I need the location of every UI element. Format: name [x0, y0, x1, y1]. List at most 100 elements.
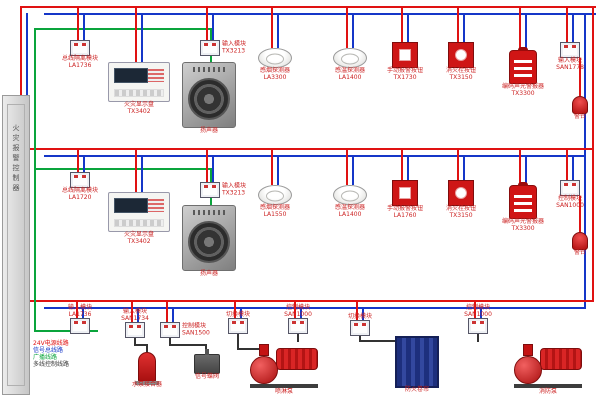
wire: [300, 307, 302, 318]
wire: [407, 13, 409, 42]
wire: [169, 338, 171, 346]
wire: [34, 28, 36, 332]
device-model: TX3402: [127, 107, 151, 115]
legend-item: 24V电源线路: [33, 340, 69, 347]
device-caption: 切换模块: [347, 312, 373, 322]
device-model: SAN1734: [121, 314, 149, 322]
wire: [212, 155, 214, 182]
wire: [352, 13, 354, 48]
switch-module: 切换模块: [348, 313, 372, 336]
wire: [519, 6, 521, 50]
device-label: 喷淋泵: [274, 388, 294, 395]
wire: [44, 155, 586, 157]
wire: [579, 196, 581, 232]
device-caption: 防火卷帘: [405, 386, 429, 394]
device-label: 警铃: [573, 113, 587, 120]
device-model: TX3213: [222, 47, 246, 54]
sprinkler-pump: 喷淋泵: [248, 342, 320, 395]
device-model: LA1736: [68, 61, 92, 69]
device-model: TX3300: [511, 224, 535, 232]
wire: [579, 58, 581, 96]
device-caption: 警铃: [574, 249, 586, 257]
fire-pump: 消防泵: [512, 342, 584, 395]
wire: [525, 155, 527, 185]
pump-head: [514, 356, 542, 384]
wire: [166, 300, 168, 322]
legend-item: 多线控制线路: [33, 361, 70, 368]
device-model: SAN1000: [556, 201, 584, 209]
device-label: 控制模块: [557, 195, 583, 202]
device-model: LA1720: [68, 193, 92, 201]
device-model: SAN1500: [182, 329, 210, 336]
broadcast-speaker: 扬声器: [182, 205, 236, 277]
wire: [234, 300, 236, 318]
wire: [346, 6, 348, 48]
wire: [237, 348, 261, 350]
device-label: 控制模块: [285, 304, 311, 311]
wire: [572, 13, 574, 42]
device-model: LA1400: [338, 73, 362, 81]
device-caption: 警铃: [574, 113, 586, 121]
device-label: 控制模块: [182, 322, 207, 330]
device-model: TX3150: [449, 211, 473, 219]
device-model: TX1730: [393, 73, 417, 81]
wire: [146, 344, 148, 352]
device-label: 水泵接合器: [131, 381, 163, 388]
wire: [141, 155, 143, 192]
device-label: 输入模块: [67, 304, 93, 311]
wire: [20, 6, 596, 8]
speaker-vent: [193, 67, 225, 72]
legend-item: 广播线路: [33, 354, 58, 361]
pump-outlet: [259, 344, 269, 356]
device-label: 感温探测器: [334, 67, 366, 74]
wire: [30, 148, 594, 150]
wire: [44, 13, 596, 15]
switch-module: 切换模块: [226, 311, 250, 334]
wire: [346, 148, 348, 185]
wire: [352, 155, 354, 185]
device-caption: 切换模块: [226, 311, 250, 320]
wire: [401, 6, 403, 42]
wire: [141, 13, 143, 62]
wire: [82, 307, 84, 318]
device-model: TX3150: [449, 73, 473, 81]
device-label: 切换模块: [347, 312, 373, 320]
device-label: 感温探测器: [334, 204, 366, 211]
wire: [584, 13, 586, 307]
wire: [237, 334, 239, 350]
wire: [566, 6, 568, 42]
device-label: 火灾显示盘: [123, 101, 155, 108]
wire: [134, 344, 148, 346]
wire: [77, 6, 79, 40]
wire: [566, 148, 568, 180]
wire: [172, 307, 174, 322]
device-label: 消防泵: [538, 388, 558, 395]
wire: [401, 148, 403, 180]
device-label: 消火栓按钮: [445, 205, 477, 212]
device-label: 手动报警按钮: [386, 205, 424, 212]
wire: [135, 148, 137, 192]
panel-key-row: [114, 219, 164, 227]
speaker-grille: [188, 77, 230, 120]
